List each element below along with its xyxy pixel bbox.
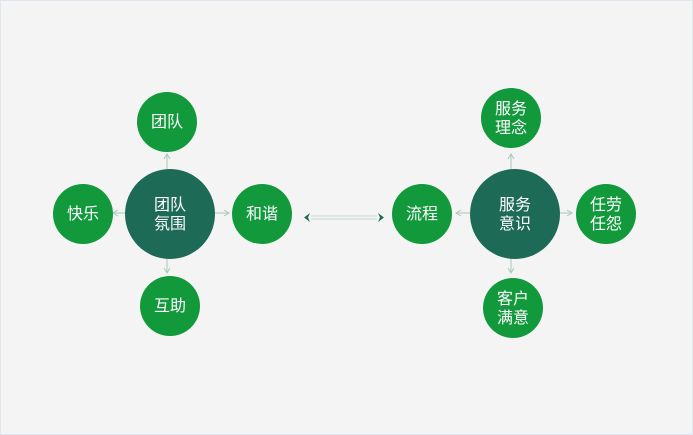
node-line: 快乐 — [66, 204, 99, 224]
node-line: 团队 — [153, 194, 186, 214]
hardworking-node: 任劳 任怨 — [576, 184, 636, 244]
node-line: 氛围 — [153, 214, 186, 233]
customer-satisfaction-node: 客户 满意 — [483, 278, 543, 338]
node-line: 服务 — [498, 194, 531, 214]
node-line: 理念 — [494, 118, 527, 137]
happy-node: 快乐 — [53, 184, 113, 244]
node-line: 团队 — [150, 112, 183, 132]
bridge-double-arrow — [304, 213, 384, 222]
team-node: 团队 — [137, 92, 197, 152]
bridge-arrow-right-icon — [378, 213, 384, 222]
team-atmosphere-hub: 团队 氛围 — [125, 169, 215, 259]
service-awareness-hub: 服务 意识 — [470, 169, 560, 259]
node-line: 客户 — [496, 288, 529, 308]
node-line: 任怨 — [589, 214, 622, 233]
harmony-node: 和谐 — [232, 184, 292, 244]
service-concept-node: 服务 理念 — [481, 88, 541, 148]
bridge-arrow-left-icon — [304, 213, 310, 222]
mutual-help-node: 互助 — [140, 276, 200, 336]
node-line: 流程 — [405, 204, 438, 224]
node-line: 满意 — [496, 308, 529, 327]
node-line: 服务 — [494, 98, 527, 118]
node-line: 任劳 — [589, 194, 622, 214]
node-line: 互助 — [153, 296, 186, 316]
process-node: 流程 — [392, 184, 452, 244]
node-line: 意识 — [498, 214, 531, 233]
node-line: 和谐 — [245, 204, 278, 224]
